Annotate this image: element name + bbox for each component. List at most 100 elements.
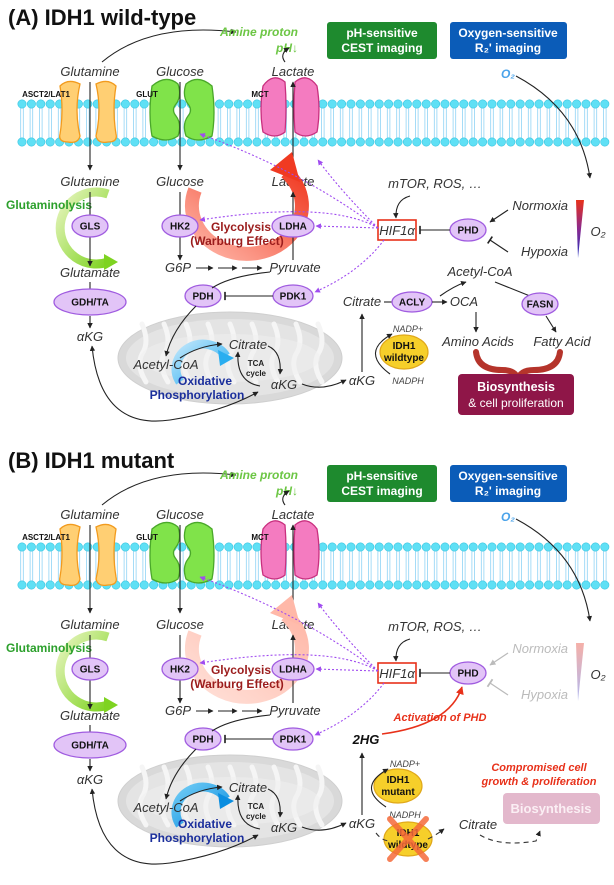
lipid-head (478, 99, 488, 109)
lipid-head (374, 542, 384, 552)
mct-transporter-subunit (260, 520, 287, 580)
hif1a-box: HIF1α (377, 219, 417, 241)
lipid-head (421, 99, 431, 109)
lipid-head (252, 542, 262, 552)
lipid-head (308, 137, 318, 147)
lipid-head (600, 580, 610, 590)
glutamine-to-amine-arrow (101, 28, 237, 63)
biosynthesis-title: Biosynthesis (477, 380, 555, 394)
lipid-head (139, 137, 149, 147)
o2-diffusion-arrow (515, 518, 592, 622)
pdk1-enzyme-label: PDK1 (280, 735, 307, 746)
tca-label: TCA (248, 359, 265, 368)
lipid-head (139, 542, 149, 552)
mct-label: MCT (251, 90, 268, 99)
lipid-head (534, 542, 544, 552)
o2-intracellular: O₂ (590, 667, 605, 682)
lipid-head (393, 580, 403, 590)
phosphorylation-label: Phosphorylation (150, 388, 245, 402)
phosphorylation-label: Phosphorylation (150, 831, 245, 845)
panel-title: (B) IDH1 mutant (8, 448, 175, 473)
pdk1-enzyme: PDK1 (272, 727, 314, 751)
lipid-head (214, 137, 224, 147)
lipid-head (45, 99, 55, 109)
glutamate-label: Glutamate (60, 265, 120, 280)
lipid-head (374, 99, 384, 109)
oxy-box-bg (450, 465, 567, 502)
oca-to-acetyl-coa-arrow (439, 280, 467, 297)
lipid-head (83, 137, 93, 147)
lipid-head (26, 580, 36, 590)
glutamate-label: Glutamate (60, 708, 120, 723)
cycle-label: cycle (246, 369, 267, 378)
lipid-head (562, 580, 572, 590)
glucose-extracellular: Glucose (156, 507, 204, 522)
normoxia-label: Normoxia (512, 641, 568, 656)
lipid-head (337, 580, 347, 590)
akg-cytosol-right: αKG (349, 373, 375, 388)
acetyl-coa-cytosol: Acetyl-CoA (446, 264, 512, 279)
lipid-head (449, 99, 459, 109)
lipid-head (581, 542, 591, 552)
normoxia-label: Normoxia (512, 198, 568, 213)
lipid-head (525, 137, 535, 147)
lipid-head (468, 99, 478, 109)
lipid-head (299, 137, 309, 147)
ph-down-label: pH↓ (275, 484, 298, 498)
mct-transporter-subunit (293, 520, 320, 580)
lipid-head (496, 580, 506, 590)
biosynthesis-faded-bg (503, 793, 600, 824)
nadp-cofactor-arc (374, 333, 393, 375)
lipid-head (327, 137, 337, 147)
idh1-wildtype-shape (379, 334, 429, 370)
akg-cytosol-left: αKG (77, 329, 103, 344)
lipid-head (243, 99, 253, 109)
citrate-cytosol: Citrate (459, 817, 497, 832)
lipid-head (365, 99, 375, 109)
ldha-enzyme: LDHA (271, 214, 315, 238)
glucose-intracellular: Glucose (156, 174, 204, 189)
oxy-box-line1: Oxygen-sensitive (458, 26, 558, 40)
lipid-head (17, 137, 27, 147)
ph-down-label: pH↓ (275, 41, 298, 55)
glutaminolysis-label: Glutaminolysis (6, 641, 92, 655)
lipid-head (337, 99, 347, 109)
lipid-head (590, 542, 600, 552)
nadph-label: NADPH (389, 810, 421, 820)
lipid-head (130, 99, 140, 109)
lipid-head (600, 99, 610, 109)
lipid-head (355, 580, 365, 590)
asct2-lat1-transporter (59, 523, 117, 587)
fasn-to-fatty-acid-arrow (545, 315, 557, 333)
lipid-head (525, 542, 535, 552)
compromised-cell-label-line1: Compromised cell (491, 762, 587, 774)
glut-transporter (149, 521, 215, 584)
hk2-enzyme-shape (161, 657, 199, 681)
hk2-enzyme-label: HK2 (170, 665, 190, 676)
mct-transporter (260, 520, 320, 580)
lipid-head (83, 580, 93, 590)
lipid-head (45, 580, 55, 590)
glutaminolysis-label: Glutaminolysis (6, 198, 92, 212)
lipid-head (590, 580, 600, 590)
lipid-head (243, 542, 253, 552)
lipid-head (233, 542, 243, 552)
panel-title: (A) IDH1 wild-type (8, 5, 196, 30)
lipid-head (581, 137, 591, 147)
lipid-head (261, 580, 271, 590)
lipid-head (384, 580, 394, 590)
pdh-enzyme-label: PDH (192, 292, 213, 303)
lipid-head (421, 137, 431, 147)
ph-box-bg (327, 22, 437, 59)
hif1a-to-mct-arrow (317, 602, 379, 672)
asct2-lat1-label: ASCT2/LAT1 (22, 533, 70, 542)
lipid-head (36, 580, 46, 590)
lipid-head (468, 137, 478, 147)
lipid-head (572, 99, 582, 109)
acetyl-coa-to-fasn-line (494, 281, 531, 297)
lipid-head (17, 580, 27, 590)
fatty-acid-label: Fatty Acid (533, 334, 591, 349)
ph-box-line1: pH-sensitive (346, 469, 418, 483)
